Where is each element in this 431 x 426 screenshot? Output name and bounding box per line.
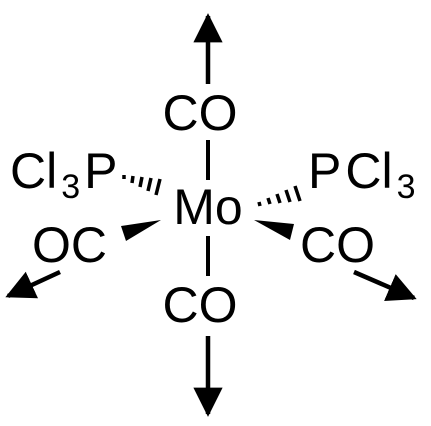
left-phosphine-p: P <box>84 143 117 199</box>
top-carbonyl-label: CO <box>163 85 238 141</box>
right-phosphine-p: P <box>308 143 341 199</box>
left-phosphine-cl: Cl <box>10 143 57 199</box>
left-phosphine-subscript: 3 <box>61 168 80 206</box>
right-solid-wedge-bond <box>254 220 294 240</box>
left-carbonyl-label: OC <box>32 217 107 273</box>
left-dipole-arrow <box>5 269 61 299</box>
bottom-carbonyl-label: CO <box>163 277 238 333</box>
left-solid-wedge-bond <box>121 220 161 241</box>
left-phosphine-label: Cl 3 P <box>10 143 118 206</box>
right-phosphine-cl: Cl <box>345 143 392 199</box>
right-phosphine-subscript: 3 <box>397 168 416 206</box>
right-hashed-wedge-bond <box>257 185 302 207</box>
right-carbonyl-label: CO <box>300 217 375 273</box>
right-phosphine-label: P Cl 3 <box>308 143 416 206</box>
central-metal-label: Mo <box>173 179 242 235</box>
left-hashed-wedge-bond <box>122 175 162 196</box>
right-dipole-arrow <box>353 269 417 301</box>
